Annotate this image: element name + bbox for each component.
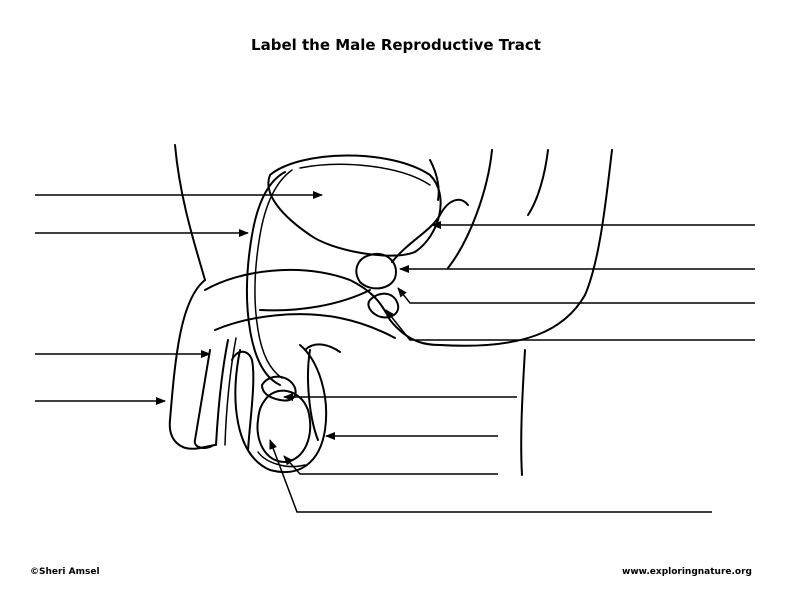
bladder xyxy=(267,154,442,257)
website-link[interactable]: www.exploringnature.org xyxy=(622,567,752,577)
prostate-gland xyxy=(367,292,400,319)
body-outline xyxy=(168,144,613,476)
copyright-text: ©Sheri Amsel xyxy=(30,567,100,577)
leader-line-right-4 xyxy=(385,309,755,341)
leader-lines xyxy=(35,191,755,513)
leader-line-right-3 xyxy=(397,287,755,304)
leader-line-right-7 xyxy=(283,455,498,475)
urethra xyxy=(231,343,341,451)
page-title: Label the Male Reproductive Tract xyxy=(251,36,541,54)
seminal-vesicle xyxy=(355,198,469,290)
scrotum xyxy=(234,344,328,473)
leader-line-right-8 xyxy=(269,439,712,513)
